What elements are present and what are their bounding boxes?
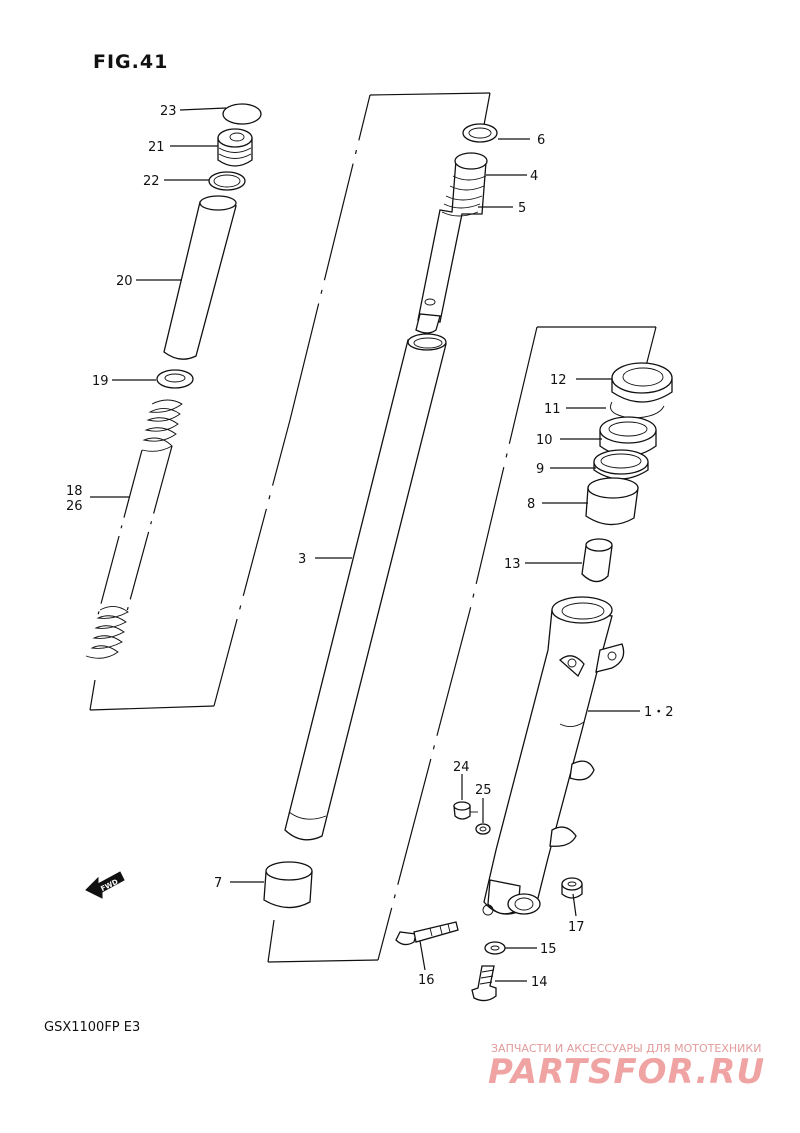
part-18-26-fork-spring — [85, 399, 183, 659]
part-8-bushing — [585, 477, 639, 526]
callout-18: 18 — [66, 484, 83, 499]
part-13-oil-lock — [581, 538, 613, 583]
callout-14: 14 — [531, 975, 548, 990]
watermark: ЗАПЧАСТИ И АКСЕССУАРЫ ДЛЯ МОТОТЕХНИКИ PA… — [488, 1042, 765, 1092]
part-12-dust-seal — [611, 362, 673, 403]
callout-26: 26 — [66, 499, 83, 514]
callout-6: 6 — [537, 133, 545, 148]
part-3-inner-tube — [284, 333, 447, 841]
part-9-washer — [593, 449, 649, 480]
part-17-nut — [561, 877, 583, 899]
left-group-frame — [89, 92, 491, 711]
leader-lines — [90, 107, 640, 982]
part-10-oil-seal — [599, 416, 657, 457]
callout-12: 12 — [550, 373, 567, 388]
callout-1-2: 1・2 — [644, 705, 674, 720]
part-4-5-damper-rod — [415, 152, 488, 334]
callout-13: 13 — [504, 557, 521, 572]
part-23-cap-disc — [222, 103, 262, 125]
callouts: 23 21 22 20 19 18 26 6 4 5 3 12 11 10 9 … — [66, 104, 674, 990]
callout-17: 17 — [568, 920, 585, 935]
part-25-gasket — [475, 823, 491, 835]
part-16-axle-bolt — [395, 921, 459, 946]
part-11-circlip — [610, 401, 665, 419]
watermark-logo: PARTSFOR.RU — [488, 1052, 765, 1092]
part-24-bleed-screw — [453, 801, 478, 820]
part-20-spacer-tube — [163, 195, 237, 360]
callout-16: 16 — [418, 973, 435, 988]
callout-9: 9 — [536, 462, 544, 477]
callout-25: 25 — [475, 783, 492, 798]
callout-11: 11 — [544, 402, 561, 417]
callout-22: 22 — [143, 174, 160, 189]
callout-24: 24 — [453, 760, 470, 775]
callout-10: 10 — [536, 433, 553, 448]
callout-20: 20 — [116, 274, 133, 289]
fwd-arrow: FWD — [85, 871, 125, 899]
watermark-tagline: ЗАПЧАСТИ И АКСЕССУАРЫ ДЛЯ МОТОТЕХНИКИ — [491, 1042, 761, 1055]
figure-title: FIG.41 — [93, 51, 168, 73]
callout-7: 7 — [214, 876, 222, 891]
callout-23: 23 — [160, 104, 177, 119]
part-14-drain-bolt — [471, 965, 497, 1002]
callout-21: 21 — [148, 140, 165, 155]
callout-3: 3 — [298, 552, 306, 567]
callout-4: 4 — [530, 169, 538, 184]
part-6-ring — [462, 123, 498, 143]
callout-8: 8 — [527, 497, 535, 512]
callout-19: 19 — [92, 374, 109, 389]
part-15-washer — [484, 941, 506, 955]
part-7-bushing — [263, 861, 313, 909]
part-22-o-ring — [208, 171, 246, 191]
fwd-label: FWD — [100, 878, 120, 894]
callout-5: 5 — [518, 201, 526, 216]
model-code: GSX1100FP E3 — [44, 1020, 140, 1035]
part-21-adjuster — [217, 128, 253, 167]
part-1-2-outer-tube — [482, 596, 625, 916]
part-19-washer — [156, 369, 194, 389]
callout-15: 15 — [540, 942, 557, 957]
